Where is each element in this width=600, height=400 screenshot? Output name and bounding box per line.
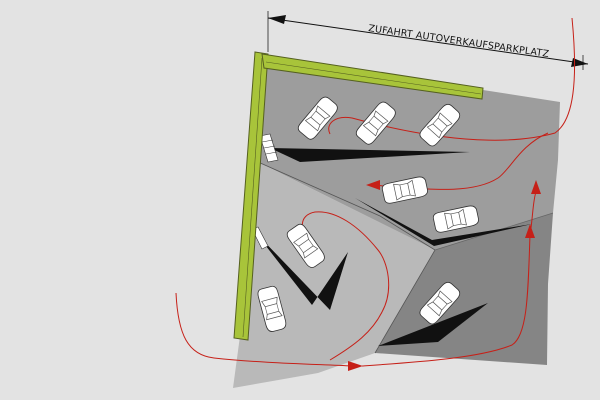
access-dimension-line	[267, 11, 589, 70]
route-arrowhead-icon	[348, 361, 363, 371]
arrow-left-icon	[268, 15, 286, 24]
route-arrowhead-icon	[366, 180, 380, 190]
access-label: ZUFAHRT AUTOVERKAUFSPARKPLATZ	[368, 23, 550, 60]
arrow-right-icon	[571, 58, 588, 67]
divider-wedge	[270, 148, 470, 162]
divider-wedge	[378, 303, 488, 346]
boundary-wall	[233, 51, 484, 341]
parking-zone-lower-right	[375, 213, 553, 365]
divider-wedge	[255, 232, 348, 310]
zone-border	[257, 161, 436, 354]
route-arrowhead-icon	[525, 224, 535, 238]
traffic-route	[175, 17, 576, 371]
route-arrowhead-icon	[531, 180, 541, 194]
